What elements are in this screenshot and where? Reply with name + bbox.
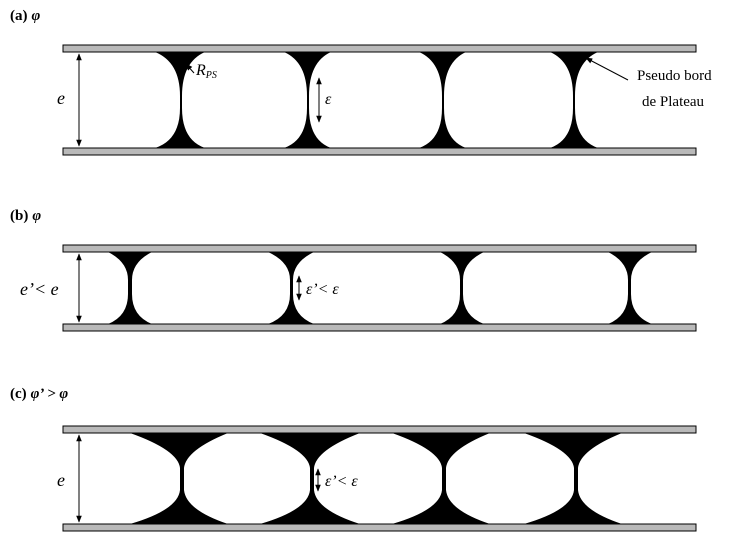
panel-b-top-plate [63, 245, 696, 252]
panel-c-title: (c)φ’ > φ [10, 386, 68, 402]
radius-label: RPS [195, 62, 217, 81]
plateau-border [608, 252, 652, 324]
panel-c-thickness-label: e [57, 470, 65, 490]
panel-b-title: (b)φ [10, 208, 41, 224]
panel-c-label: (c) [10, 386, 27, 402]
plateau-border [130, 433, 228, 524]
pseudo-border-label-line2: de Plateau [642, 94, 705, 110]
panel-c-phase-symbol: φ’ > φ [31, 386, 69, 402]
panel-b-plateau-borders [108, 252, 652, 324]
panel-b-bottom-plate [63, 324, 696, 331]
panel-a: (a)φ e ε RPS Pseudo bord de Plateau [10, 8, 712, 155]
pseudo-border-label-line1: Pseudo bord [637, 68, 712, 84]
panel-b-label: (b) [10, 208, 28, 224]
radius-label-subscript: PS [205, 70, 217, 81]
panel-a-plateau-borders [155, 52, 598, 148]
panel-a-thickness-label: e [57, 88, 65, 108]
panel-a-bottom-plate [63, 148, 696, 155]
panel-a-title: (a)φ [10, 8, 41, 24]
plateau-border [550, 52, 598, 148]
panel-c-gap-label: ε’< ε [325, 473, 358, 490]
panel-a-top-plate [63, 45, 696, 52]
plateau-border [392, 433, 490, 524]
plateau-border [440, 252, 484, 324]
panel-c: (c)φ’ > φ e ε’< ε [10, 386, 696, 531]
panel-c-top-plate [63, 426, 696, 433]
plateau-border [524, 433, 622, 524]
panel-a-label: (a) [10, 8, 28, 24]
panel-c-plateau-borders [130, 433, 622, 524]
pseudo-border-pointer-arrow [586, 58, 628, 80]
plateau-border [419, 52, 466, 148]
plateau-border [284, 52, 331, 148]
panel-a-gap-label: ε [325, 91, 332, 108]
panel-a-phase-symbol: φ [32, 8, 41, 24]
radius-label-main: R [195, 62, 206, 79]
plateau-border [108, 252, 152, 324]
panel-b-gap-label: ε’< ε [306, 281, 339, 298]
panel-c-bottom-plate [63, 524, 696, 531]
panel-b-thickness-label: e’< e [20, 279, 59, 299]
panel-b-phase-symbol: φ [32, 208, 41, 224]
panel-b: (b)φ e’< e ε’< ε [10, 208, 696, 331]
